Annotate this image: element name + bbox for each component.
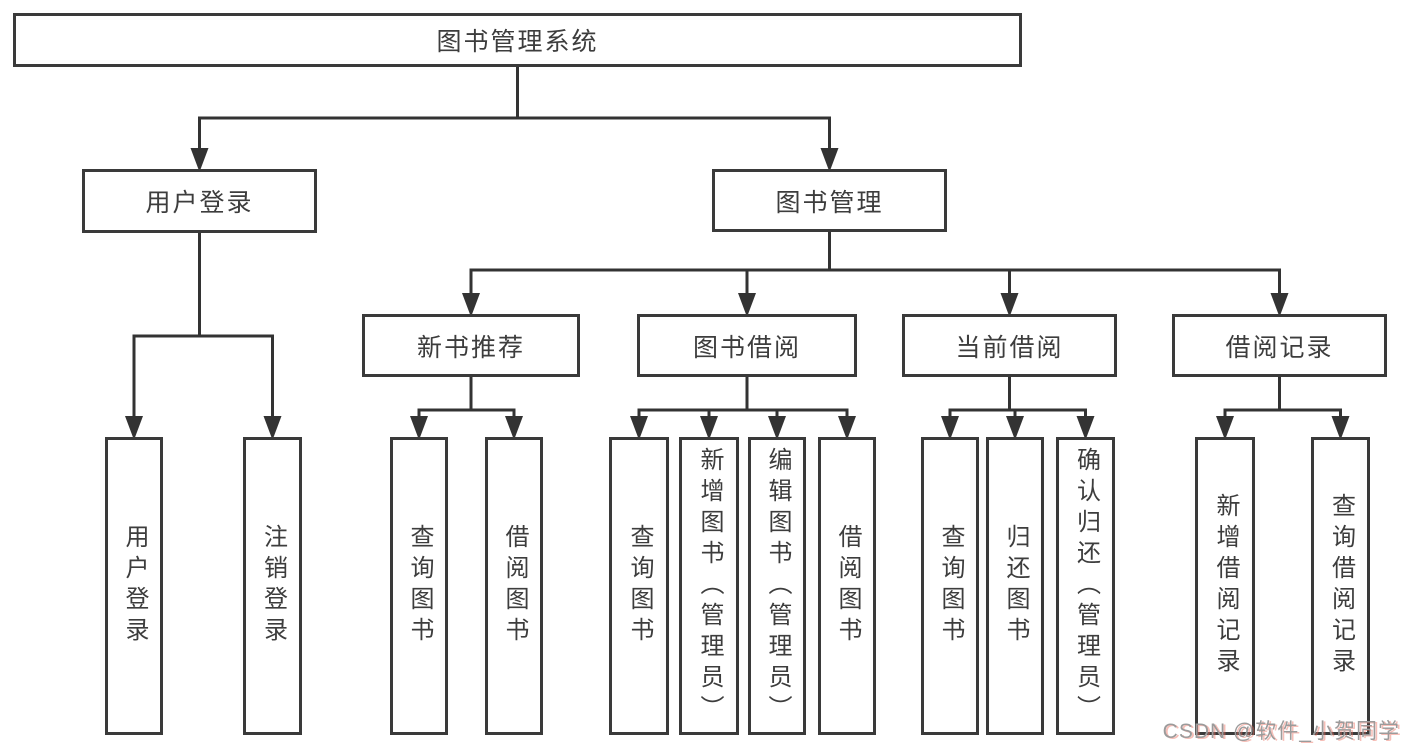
node-bb-edit: 编辑图书（管理员） <box>748 437 806 735</box>
node-label: 借阅图书 <box>501 524 528 648</box>
node-label: 查询图书 <box>626 524 653 648</box>
node-user-login: 用户登录 <box>82 169 317 233</box>
node-cb-query: 查询图书 <box>921 437 979 735</box>
node-br-add: 新增借阅记录 <box>1195 437 1255 735</box>
node-br-query: 查询借阅记录 <box>1311 437 1370 735</box>
node-bb-add: 新增图书（管理员） <box>679 437 739 735</box>
node-label: 用户登录 <box>121 524 148 648</box>
node-cb-confirm: 确认归还（管理员） <box>1056 437 1115 735</box>
node-label: 借阅图书 <box>834 524 861 648</box>
node-book-borrow: 图书借阅 <box>637 314 857 377</box>
node-label: 查询图书 <box>937 524 964 648</box>
node-label: 新增图书（管理员） <box>696 446 723 726</box>
node-cb-return: 归还图书 <box>986 437 1044 735</box>
node-label: 借阅记录 <box>1225 333 1334 362</box>
node-label: 新增借阅记录 <box>1212 493 1239 679</box>
node-label: 编辑图书（管理员） <box>764 446 791 726</box>
node-label: 归还图书 <box>1002 524 1029 648</box>
node-label: 查询图书 <box>406 524 433 648</box>
node-label: 图书管理系统 <box>436 28 599 56</box>
node-root: 图书管理系统 <box>13 13 1022 67</box>
node-bb-query: 查询图书 <box>609 437 669 735</box>
node-label: 当前借阅 <box>955 333 1064 362</box>
watermark-text: CSDN @软件_小贺同学 <box>1162 720 1400 743</box>
node-label: 新书推荐 <box>416 333 525 362</box>
node-label: 注销登录 <box>259 524 287 648</box>
node-bb-borrow: 借阅图书 <box>818 437 876 735</box>
node-login-leaf: 用户登录 <box>105 437 163 735</box>
node-borrow-record: 借阅记录 <box>1172 314 1387 377</box>
node-label: 图书管理 <box>775 188 884 217</box>
node-label: 查询借阅记录 <box>1327 493 1355 679</box>
node-current-borrow: 当前借阅 <box>902 314 1117 377</box>
node-label: 确认归还（管理员） <box>1072 446 1100 726</box>
node-logout-leaf: 注销登录 <box>243 437 302 735</box>
node-book-mgmt: 图书管理 <box>712 169 947 232</box>
node-label: 图书借阅 <box>692 333 801 362</box>
node-new-book-rec: 新书推荐 <box>362 314 580 377</box>
node-nbr-borrow: 借阅图书 <box>485 437 543 735</box>
node-nbr-query: 查询图书 <box>390 437 448 735</box>
node-label: 用户登录 <box>145 189 254 217</box>
